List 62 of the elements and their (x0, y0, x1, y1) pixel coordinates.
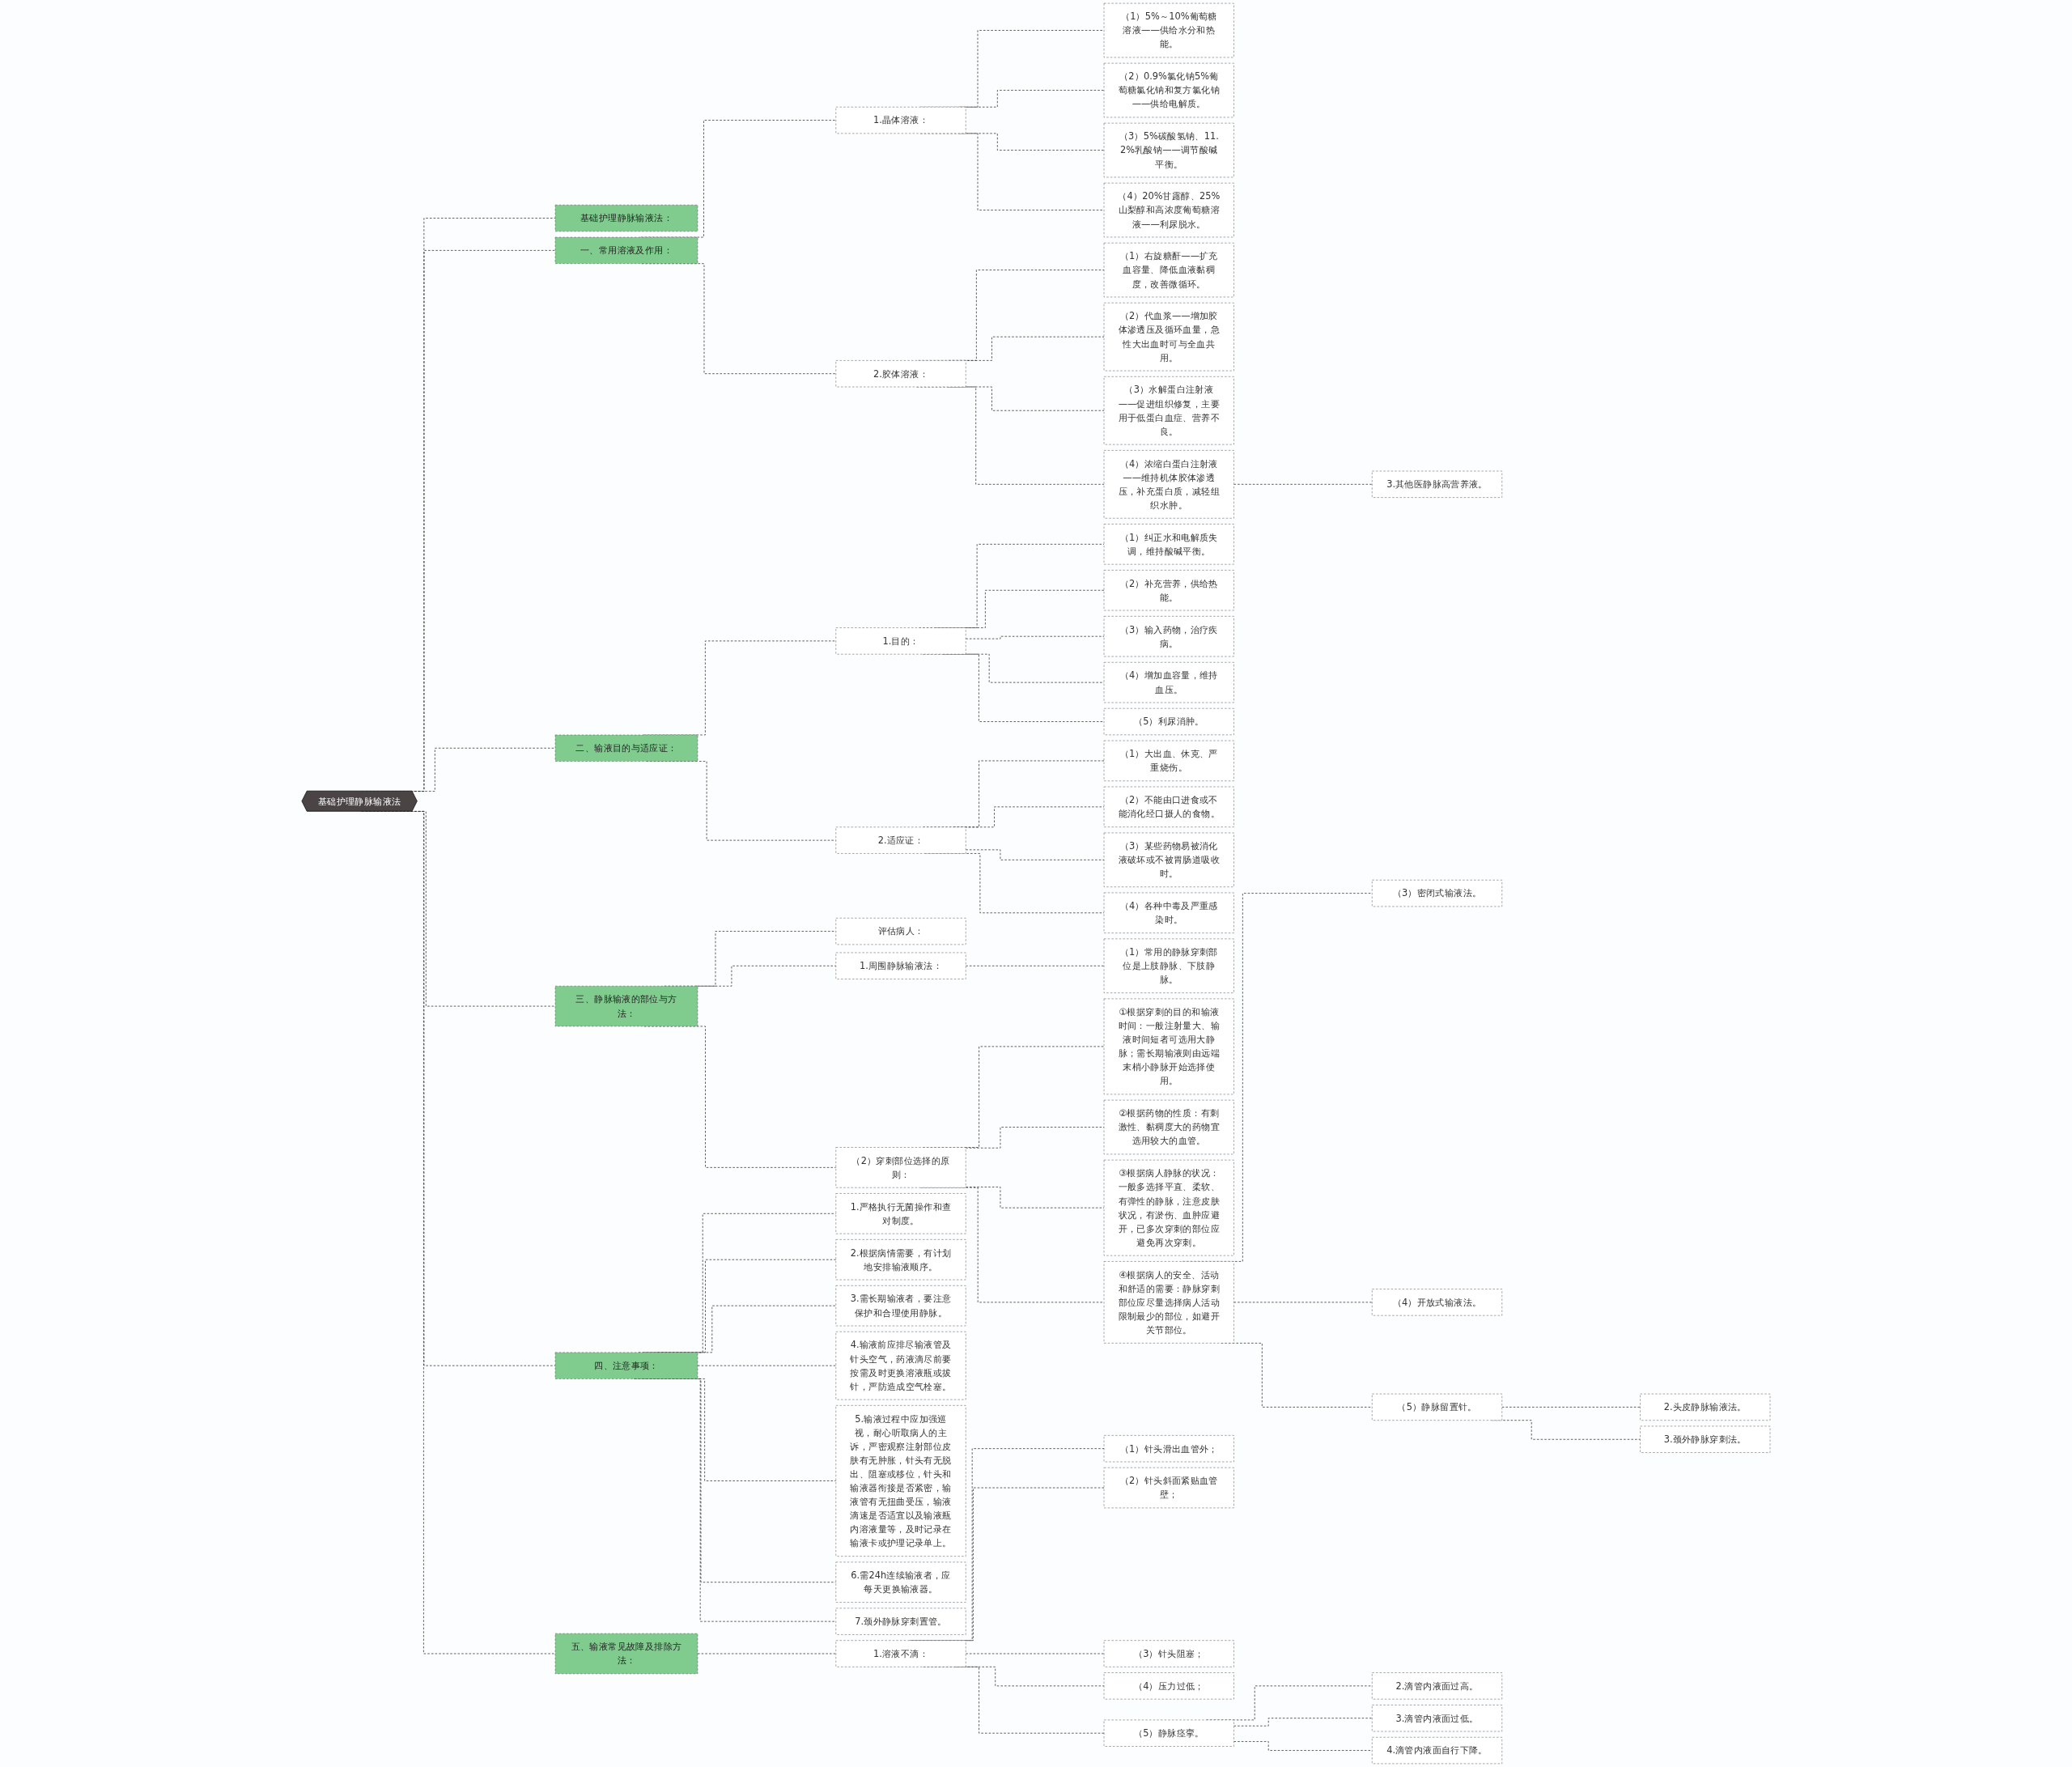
node-box: 一、常用溶液及作用： (554, 236, 698, 264)
connector (1233, 1741, 1373, 1751)
node-box: 三、静脉输液的部位与方法： (554, 986, 698, 1027)
node-box: （2）不能由口进食或不能消化经口摄人的食物。 (1103, 786, 1234, 827)
node-box: 4.滴管内液面自行下降。 (1372, 1737, 1502, 1765)
connector (965, 1187, 1105, 1208)
node-box: 3.其他医静脉高营养液。 (1372, 470, 1502, 498)
node-box: （2）针头斜面紧贴血管壁； (1103, 1467, 1234, 1509)
connector (965, 635, 1105, 639)
node-box: 二、输液目的与适应证： (554, 734, 698, 762)
connector (965, 849, 1105, 860)
node-box: （1）常用的静脉穿刺部位是上肢静脉、下肢静脉。 (1103, 938, 1234, 993)
node-box: 五、输液常见故障及排除方法： (554, 1633, 698, 1675)
node-box: （3）5%碳酸氢钠、11.2%乳酸钠——调节酸碱平衡。 (1103, 122, 1234, 178)
node-box: 2.胶体溶液： (835, 360, 966, 388)
node-box: （3）输入药物，治疗疾病。 (1103, 616, 1234, 657)
node-box: （2）代血浆——增加胶体渗透压及循环血量，急性大出血时可与全血共用。 (1103, 302, 1234, 372)
node-box: 3.颈外静脉穿刺法。 (1640, 1425, 1771, 1453)
node-box: 评估病人： (835, 918, 966, 945)
node-box: ④根据病人的安全、活动和舒适的需要：静脉穿刺部位应尽量选择病人活动限制最少的部位，如避开关节部位。 (1103, 1261, 1234, 1344)
node-box: （4）20%甘露醇、25%山梨醇和高浓度葡萄糖溶液——利尿脱水。 (1103, 182, 1234, 238)
node-box: （4）开放式输液法。 (1372, 1289, 1502, 1316)
connector (965, 1127, 1105, 1149)
node-box: 2.根据病情需要，有计划地安排输液顺序。 (835, 1239, 966, 1281)
node-box: （1）右旋糖酐——扩充血容量、降低血液黏稠度，改善微循环。 (1103, 242, 1234, 298)
node-box: （2）穿刺部位选择的原则： (835, 1147, 966, 1188)
node-box: 2.头皮静脉输液法。 (1640, 1393, 1771, 1421)
node-box: 3.需长期输液者，要注意保护和合理使用静脉。 (835, 1285, 966, 1327)
node-box: （5）利尿消肿。 (1103, 707, 1234, 736)
node-box: （1）针头滑出血管外； (1103, 1435, 1234, 1463)
node-box: （2）0.9%氯化钠5%葡萄糖氯化钠和复方氯化钠——供给电解质。 (1103, 62, 1234, 118)
node-box: （1）5%～10%葡萄糖溶液——供给水分和热能。 (1103, 2, 1234, 58)
node-box: （1）纠正水和电解质失调，维持酸碱平衡。 (1103, 524, 1234, 565)
node-box: （3）水解蛋白注射液——促进组织修复，主要用于低蛋白血症、营养不良。 (1103, 376, 1234, 445)
node-box: 1.溶液不滴： (835, 1640, 966, 1667)
node-box: （4）浓缩白蛋白注射液——维持机体胶体渗透压，补充蛋白质，减轻组织水肿。 (1103, 450, 1234, 519)
node-box: 4.输液前应排尽输液管及针头空气，药液滴尽前要按需及时更换溶液瓶或拔针，严防造成空气栓塞。 (835, 1332, 966, 1400)
node-box: ①根据穿刺的目的和输液时间：一般注射量大、输液时间短者可选用大静脉；需长期输液则由远端末梢小静脉开始选择使用。 (1103, 998, 1234, 1095)
node-box: （3）针头阻塞； (1103, 1640, 1234, 1667)
node-box: ③根据病人静脉的状况：一般多选择平直、柔软、有弹性的静脉，注意皮肤状况，有淤伤、血肿应避开，已多次穿刺的部位应避免再次穿刺。 (1103, 1159, 1234, 1256)
node-box: 1.目的： (835, 627, 966, 655)
node-box: （5）静脉痉挛。 (1103, 1719, 1234, 1747)
node-box: 6.需24h连续输液者，应每天更换输液器。 (835, 1561, 966, 1603)
node-box: 四、注意事项： (554, 1352, 698, 1379)
node-box: 1.严格执行无菌操作和查对制度。 (835, 1193, 966, 1234)
node-box: 3.滴管内液面过低。 (1372, 1705, 1502, 1732)
node-box: 2.适应证： (835, 826, 966, 854)
node-box: （3）某些药物易被消化液破坏或不被胃肠道吸收时。 (1103, 832, 1234, 887)
node-box: ②根据药物的性质：有刺激性、黏稠度大的药物宜选用较大的血管。 (1103, 1099, 1234, 1155)
node-box: （4）增加血容量，维持血压。 (1103, 662, 1234, 703)
node-box: （5）静脉留置针。 (1372, 1393, 1502, 1421)
node-box: 1.晶体溶液： (835, 107, 966, 134)
node-box: （1）大出血、休克、严重烧伤。 (1103, 740, 1234, 781)
node-box: （3）密闭式输液法。 (1372, 880, 1502, 907)
node-box: （4）各种中毒及严重感染时。 (1103, 892, 1234, 933)
node-box: 7.颈外静脉穿刺置管。 (835, 1608, 966, 1635)
node-box: 1.周围静脉输液法： (835, 952, 966, 979)
node-box: 基础护理静脉输液法： (554, 204, 698, 232)
node-box: （2）补充营养，供给热能。 (1103, 570, 1234, 611)
node-box: 2.滴管内液面过高。 (1372, 1672, 1502, 1700)
node-box: 5.输液过程中应加强巡视，耐心听取病人的主诉，严密观察注射部位皮肤有无肿胀，针头有无脱出、阻塞或移位，针头和输液器衔接是否紧密，输液管有无扭曲受压，输液滴速是否适宜以及输液瓶内溶液量等，及时记录在输液卡或护理记录单上。 (835, 1405, 966, 1557)
node-box: （4）压力过低； (1103, 1672, 1234, 1700)
